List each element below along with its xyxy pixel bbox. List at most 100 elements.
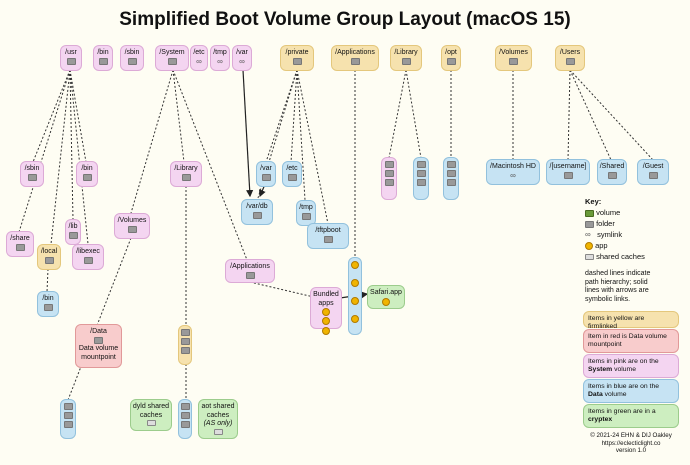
bundled-apps-node: Bundled apps: [310, 287, 342, 335]
etc-root-node: /etc∞: [190, 45, 208, 71]
safari-label: Safari.app: [370, 289, 402, 296]
folder-icon: [27, 173, 37, 181]
usr-node: /usr: [60, 45, 82, 71]
bundled-line2: apps: [318, 299, 334, 307]
folder-icon: [384, 169, 394, 177]
folder-icon: [446, 178, 456, 186]
node-label: /Macintosh HD: [490, 163, 536, 170]
key-shared-caches: shared caches: [596, 252, 645, 261]
data-line1: /Data: [90, 328, 107, 335]
legend-green-text: Items in green are in a: [588, 408, 656, 415]
legend-yellow-text: Items in yellow are firmlinked: [588, 315, 645, 330]
node-label: /Applications: [335, 49, 375, 56]
node-label: /var/db: [246, 203, 268, 210]
legend-pink-bold: System: [588, 366, 613, 373]
legend-key: Key: volume folder ∞ symlink app shared …: [585, 196, 645, 262]
folder-icon: [416, 161, 426, 168]
node-label: /libexec: [76, 248, 100, 255]
app-icon: [351, 261, 359, 269]
sys-applications-node: /Applications: [225, 259, 275, 283]
node-label: /var: [260, 165, 272, 172]
shared-caches-icon: [146, 420, 156, 427]
folder-icon: [509, 57, 518, 65]
data-mountpoint-node: /Data Data volume mountpoint: [75, 324, 122, 368]
private-node: /private: [280, 45, 314, 71]
node-label: /etc: [286, 165, 298, 172]
users-node: /Users: [555, 45, 585, 71]
folder-icon: [585, 220, 594, 228]
shared-caches-icon: [213, 428, 223, 435]
opt-node: /opt: [441, 45, 461, 71]
opt-blue-stack: [443, 157, 459, 200]
bin-root-node: /bin: [93, 45, 113, 71]
usr-sbin-node: /sbin: [20, 161, 44, 187]
node-label: /tftpboot: [315, 227, 341, 234]
node-label: /Volumes: [117, 217, 147, 224]
legend-pink-post: volume: [612, 366, 636, 373]
node-label: /local: [40, 248, 58, 255]
app-icon: [351, 296, 359, 305]
dyld-line2: caches: [139, 411, 163, 419]
dyld-shared-caches-node: dyld shared caches: [130, 399, 172, 431]
node-label: /var: [236, 49, 248, 56]
legend-blue-text: Items in blue are on the: [588, 383, 660, 390]
node-label: /usr: [65, 49, 77, 56]
folder-icon: [180, 337, 190, 345]
username-node: /[username]: [546, 159, 590, 185]
aot-line2: caches: [206, 411, 230, 419]
node-label: /Volumes: [499, 49, 528, 56]
symlink-icon: ∞: [217, 56, 223, 66]
folder-icon: [648, 171, 658, 179]
node-label: /Applications: [230, 263, 270, 270]
folder-icon: [167, 57, 177, 65]
note-line: lines with arrows are: [585, 287, 649, 295]
folder-icon: [44, 256, 54, 264]
app-icon: [322, 326, 330, 335]
var-root-node: /var∞: [232, 45, 252, 71]
tftpboot-node: /tftpboot: [307, 223, 349, 249]
folder-icon: [607, 171, 617, 179]
folder-icon: [63, 403, 73, 410]
node-label: /etc: [193, 49, 205, 56]
folder-icon: [181, 173, 191, 181]
symlink-icon: ∞: [239, 56, 245, 66]
node-label: /Library: [394, 49, 418, 56]
usr-bin-node: /bin: [76, 161, 98, 187]
key-volume: volume: [596, 208, 621, 217]
symlink-icon: ∞: [196, 56, 202, 66]
folder-icon: [323, 235, 333, 243]
folder-icon: [83, 256, 93, 264]
node-label: /System: [159, 49, 185, 56]
sys-volumes-node: /Volumes: [114, 213, 150, 239]
legend-blue: Items in blue are on the Data volume: [583, 379, 679, 403]
aot-shared-caches-node: aot shared caches (AS only): [198, 399, 238, 439]
legend-green-bold: cryptex: [588, 416, 613, 423]
symlink-icon: ∞: [510, 170, 516, 180]
volume-icon: [585, 209, 594, 217]
folder-icon: [127, 225, 137, 233]
key-title: Key:: [585, 197, 602, 206]
node-label: /lib: [68, 223, 78, 230]
folder-icon: [98, 57, 108, 65]
data-line3: mountpoint: [81, 353, 116, 361]
app-icon: [351, 314, 359, 323]
node-label: /[username]: [549, 163, 587, 170]
usr-local-node: /local: [37, 244, 61, 270]
library-blue-stack: [413, 157, 429, 200]
note-line: symbolic links.: [585, 295, 631, 303]
library-pink-stack: [381, 157, 397, 200]
folder-icon: [446, 161, 456, 168]
priv-etc-node: /etc: [282, 161, 302, 187]
tmp-root-node: /tmp∞: [210, 45, 230, 71]
node-label: /share: [10, 235, 30, 242]
node-label: /bin: [42, 295, 54, 302]
volumes-root-node: /Volumes: [495, 45, 532, 71]
key-app: app: [595, 241, 608, 250]
note-line: path hierarchy; solid: [585, 278, 648, 286]
data-line2: Data volume: [78, 345, 119, 353]
node-label: /bin: [81, 165, 93, 172]
usr-share-node: /share: [6, 231, 34, 257]
folder-icon: [384, 161, 394, 168]
local-bin-node: /bin: [37, 291, 59, 317]
guest-node: /Guest: [637, 159, 669, 185]
